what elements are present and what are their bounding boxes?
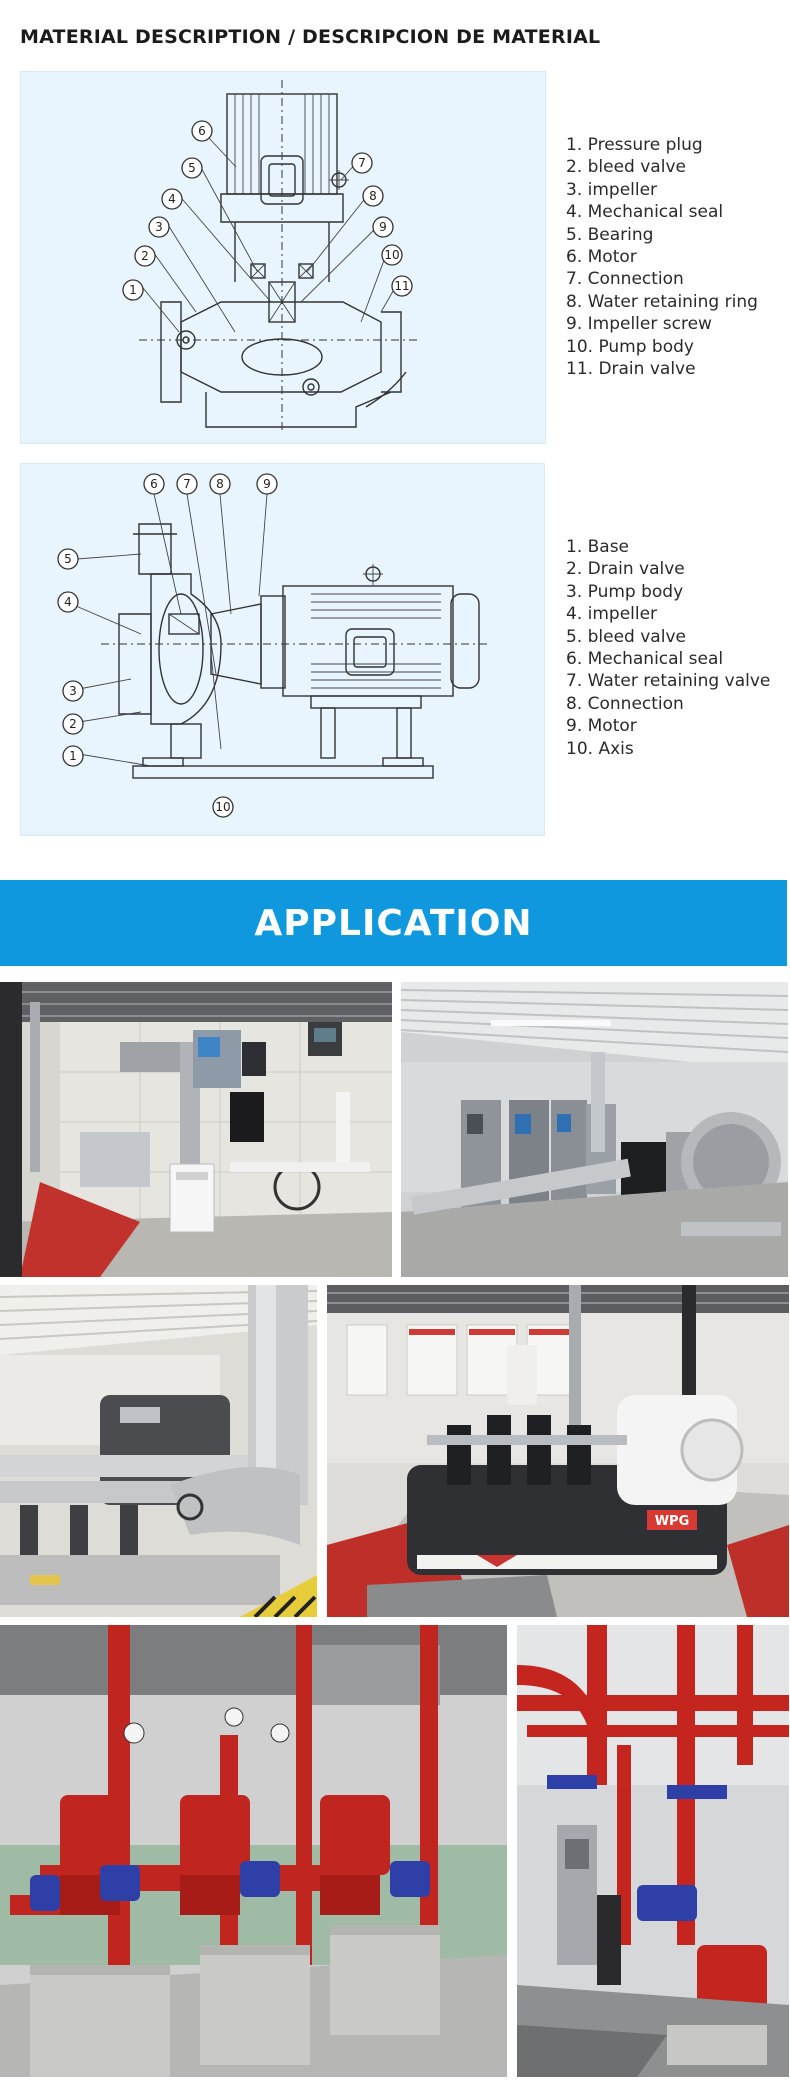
svg-text:4: 4 xyxy=(168,192,176,206)
callout-9: 9 xyxy=(256,473,278,495)
callout-7: 7 xyxy=(176,473,198,495)
callout-9: 9 xyxy=(372,216,394,238)
svg-text:5: 5 xyxy=(64,552,72,566)
svg-text:3: 3 xyxy=(155,220,163,234)
photo-pump-room-cabinets xyxy=(401,982,788,1277)
vertical-pump-diagram: 1 2 3 4 5 6 7 8 9 10 11 xyxy=(20,71,546,444)
callout-2: 2 xyxy=(134,245,156,267)
list-item: 3. impeller xyxy=(566,179,658,200)
photo-booster-station-unit: WPG xyxy=(327,1285,789,1617)
svg-text:8: 8 xyxy=(216,477,224,491)
horizontal-pump-diagram: 1 2 3 4 5 6 7 8 9 10 xyxy=(20,463,545,836)
callout-2: 2 xyxy=(62,713,84,735)
callout-4: 4 xyxy=(161,188,183,210)
list-item: 5. bleed valve xyxy=(566,626,686,647)
list-item: 7. Water retaining valve xyxy=(566,671,771,692)
callout-1: 1 xyxy=(62,745,84,767)
svg-text:11: 11 xyxy=(394,279,409,293)
svg-text:6: 6 xyxy=(150,477,158,491)
callout-7: 7 xyxy=(351,152,373,174)
callout-1: 1 xyxy=(122,279,144,301)
application-banner: APPLICATION xyxy=(0,880,787,966)
list-item: 6. Motor xyxy=(566,247,637,268)
vertical-pump-parts-list: 1. Pressure plug 2. bleed valve 3. impel… xyxy=(566,134,758,380)
svg-text:10: 10 xyxy=(384,248,399,262)
photo-booster-station-insulated-pipes xyxy=(0,1285,317,1617)
list-item: 8. Water retaining ring xyxy=(566,291,758,312)
callout-4: 4 xyxy=(57,591,79,613)
svg-text:7: 7 xyxy=(358,156,366,170)
list-item: 10. Pump body xyxy=(566,336,694,357)
svg-text:2: 2 xyxy=(69,717,77,731)
list-item: 1. Base xyxy=(566,537,630,557)
photo-fire-pumps-red-vertical xyxy=(0,1625,507,2077)
list-item: 8. Connection xyxy=(566,693,684,714)
svg-text:6: 6 xyxy=(198,124,206,138)
callout-11: 11 xyxy=(391,275,413,297)
svg-text:WPG: WPG xyxy=(655,1514,690,1529)
callout-3: 3 xyxy=(62,680,84,702)
list-item: 9. Impeller screw xyxy=(566,314,712,335)
list-item: 9. Motor xyxy=(566,716,637,737)
list-item: 5. Bearing xyxy=(566,224,654,245)
horizontal-pump-parts-list: 1. Base 2. Drain valve 3. Pump body 4. i… xyxy=(566,536,770,760)
callout-5: 5 xyxy=(181,157,203,179)
list-item: 4. Mechanical seal xyxy=(566,202,724,223)
callout-8: 8 xyxy=(362,185,384,207)
svg-text:4: 4 xyxy=(64,595,72,609)
photo-pump-room-control-panels xyxy=(0,982,392,1277)
svg-text:9: 9 xyxy=(379,220,387,234)
list-item: 2. Drain valve xyxy=(566,559,685,580)
svg-text:1: 1 xyxy=(129,283,137,297)
callout-5: 5 xyxy=(57,548,79,570)
svg-text:8: 8 xyxy=(369,189,377,203)
brand-badge: WPG xyxy=(647,1510,697,1530)
callout-3: 3 xyxy=(148,216,170,238)
photo-fire-pump-room-red-pipes xyxy=(517,1625,789,2077)
svg-text:2: 2 xyxy=(141,249,149,263)
list-item: 3. Pump body xyxy=(566,581,684,602)
page-title: MATERIAL DESCRIPTION / DESCRIPCION DE MA… xyxy=(20,26,601,48)
list-item: 6. Mechanical seal xyxy=(566,649,724,670)
svg-text:5: 5 xyxy=(188,161,196,175)
list-item: 11. Drain valve xyxy=(566,359,696,380)
callout-10: 10 xyxy=(381,244,403,266)
svg-text:10: 10 xyxy=(215,800,230,814)
list-item: 7. Connection xyxy=(566,269,684,290)
callout-10: 10 xyxy=(212,796,234,818)
application-title: APPLICATION xyxy=(254,902,533,944)
list-item: 1. Pressure plug xyxy=(566,135,703,155)
list-item: 10. Axis xyxy=(566,738,634,759)
callout-8: 8 xyxy=(209,473,231,495)
svg-text:7: 7 xyxy=(183,477,191,491)
callout-6: 6 xyxy=(143,473,165,495)
list-item: 2. bleed valve xyxy=(566,157,686,178)
svg-text:1: 1 xyxy=(69,749,77,763)
callout-6: 6 xyxy=(191,120,213,142)
list-item: 4. impeller xyxy=(566,604,658,625)
svg-text:3: 3 xyxy=(69,684,77,698)
svg-text:9: 9 xyxy=(263,477,271,491)
